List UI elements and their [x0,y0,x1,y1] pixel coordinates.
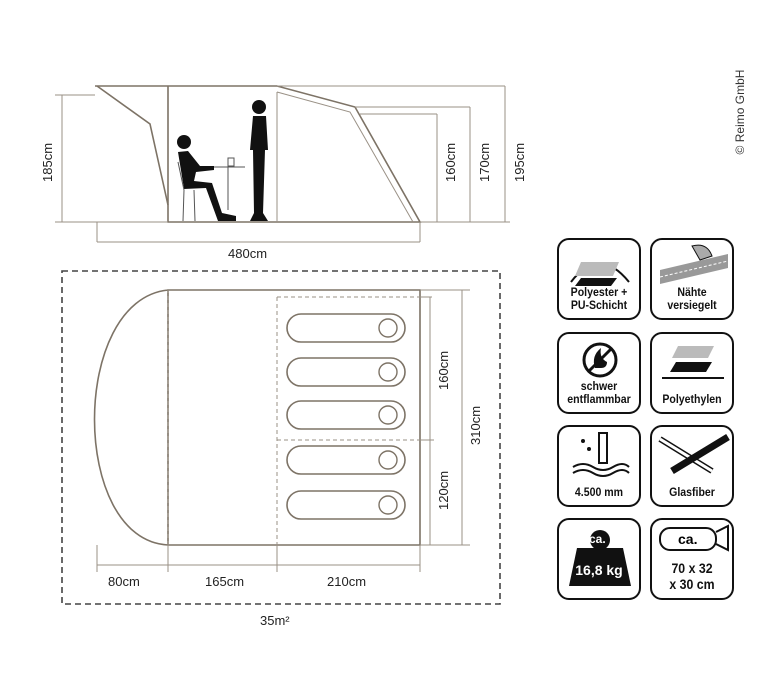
sleeping-bag [286,313,406,343]
sleeping-bags [286,313,406,520]
people-silhouettes [177,100,268,221]
dim-cabin-2: 120cm [436,471,451,510]
sleeping-bag [286,490,406,520]
weight-badge: ca. [589,532,606,546]
dim-height-160: 160cm [443,143,458,182]
fiberglass-poles-icon [658,434,730,474]
feature-label: Nähte [677,285,707,299]
pack-size-icon [659,524,729,552]
feature-label-2: PU-Schicht [570,298,628,312]
pack-badge: ca. [678,531,698,547]
dim-area: 35m² [260,613,290,628]
dim-cabin-1: 160cm [436,351,451,390]
feature-label: Glasfiber [669,485,715,499]
dim-length: 480cm [228,246,267,261]
feature-tile: Glasfiber [650,425,734,507]
pack-size-line1: 70 x 32 [671,560,713,576]
feature-label-2: versiegelt [667,298,717,312]
no-fire-icon [582,342,618,378]
feature-label: 4.500 mm [574,485,624,499]
pack-size-line2: x 30 cm [669,576,715,592]
copyright: © Reimo GmbH [733,69,747,155]
dim-sleeping: 210cm [327,574,366,589]
dim-height-170: 170cm [477,143,492,182]
floor-layers-icon [662,346,724,379]
weight-icon [569,530,631,586]
dim-porch: 80cm [108,574,140,589]
sleeping-bag [286,357,406,387]
weight-value: 16,8 kg [575,562,623,578]
sleeping-bag [286,400,406,430]
feature-tile: Polyethylen [650,332,734,414]
sealed-seams-icon [659,244,729,284]
sleeping-bag [286,445,406,475]
dim-height-left: 185cm [40,143,55,182]
floor-plan: 160cm 120cm 310cm 80cm 165cm 210cm 35m² [61,270,501,628]
dim-width: 310cm [468,406,483,445]
feature-tile: ca. 16,8 kg [557,518,641,600]
feature-tile: 4.500 mm [557,425,641,507]
side-view: 185cm 160cm 170cm 195cm 480cm [40,85,527,261]
water-column-icon [572,432,630,477]
feature-label-2: entflammbar [567,392,631,406]
feature-label: schwer [580,379,618,393]
dim-height-195: 195cm [512,143,527,182]
feature-tile: Polyester +PU-Schicht [557,238,641,320]
feature-label: Polyester + [570,285,628,299]
dim-living: 165cm [205,574,244,589]
fabric-layers-icon [570,262,630,286]
feature-label: Polyethylen [662,392,722,406]
